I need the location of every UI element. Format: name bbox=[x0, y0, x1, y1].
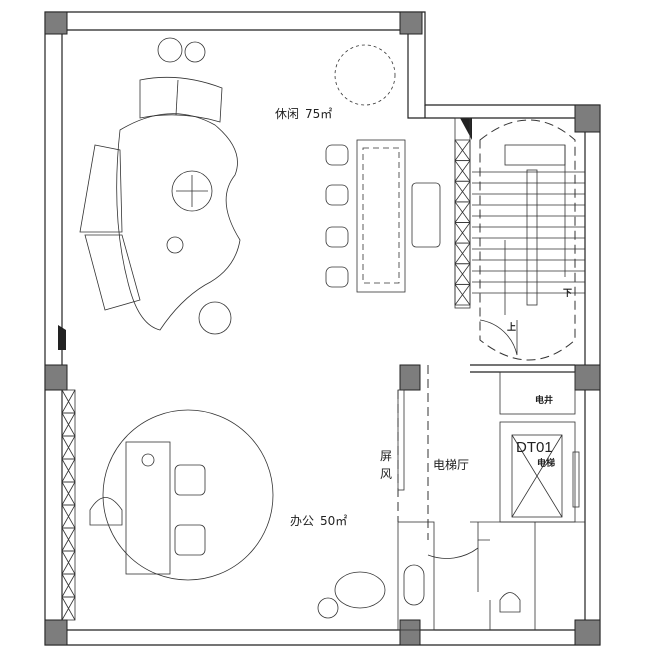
screen-label: 屏 风 bbox=[380, 449, 392, 481]
elevator-label: 电梯 bbox=[537, 457, 555, 469]
svg-text:50㎡: 50㎡ bbox=[320, 514, 347, 528]
elevator-lobby-label: 电梯厅 bbox=[433, 458, 469, 472]
office-furniture bbox=[89, 409, 386, 619]
stairs-down-label: 下 bbox=[563, 288, 572, 299]
bathroom-fixtures bbox=[403, 564, 521, 613]
elevator-code: DT01 bbox=[516, 439, 553, 456]
svg-text:办公: 办公 bbox=[290, 513, 314, 528]
window-left bbox=[61, 389, 76, 621]
svg-text:75㎡: 75㎡ bbox=[305, 107, 332, 121]
structural-columns bbox=[44, 11, 601, 646]
bar-stool bbox=[325, 144, 349, 166]
partitions bbox=[397, 117, 585, 631]
lounge-label: 休闲 75㎡ bbox=[275, 107, 332, 121]
shaft-label: 电井 bbox=[535, 394, 553, 406]
bar-stool bbox=[325, 266, 349, 288]
svg-text:休闲: 休闲 bbox=[275, 107, 299, 121]
office-label: 办公 50㎡ bbox=[290, 513, 347, 528]
stairs-up-label: 上 bbox=[507, 321, 516, 333]
staircase[interactable] bbox=[472, 119, 585, 361]
elevator-shaft bbox=[511, 434, 580, 518]
bar-stool bbox=[325, 184, 349, 206]
window-lounge-right bbox=[454, 139, 471, 306]
lounge-furniture bbox=[79, 37, 396, 335]
bar-counter bbox=[325, 139, 441, 293]
bar-stool bbox=[325, 226, 349, 248]
svg-text:屏: 屏 bbox=[380, 449, 392, 463]
svg-text:风: 风 bbox=[380, 467, 392, 481]
